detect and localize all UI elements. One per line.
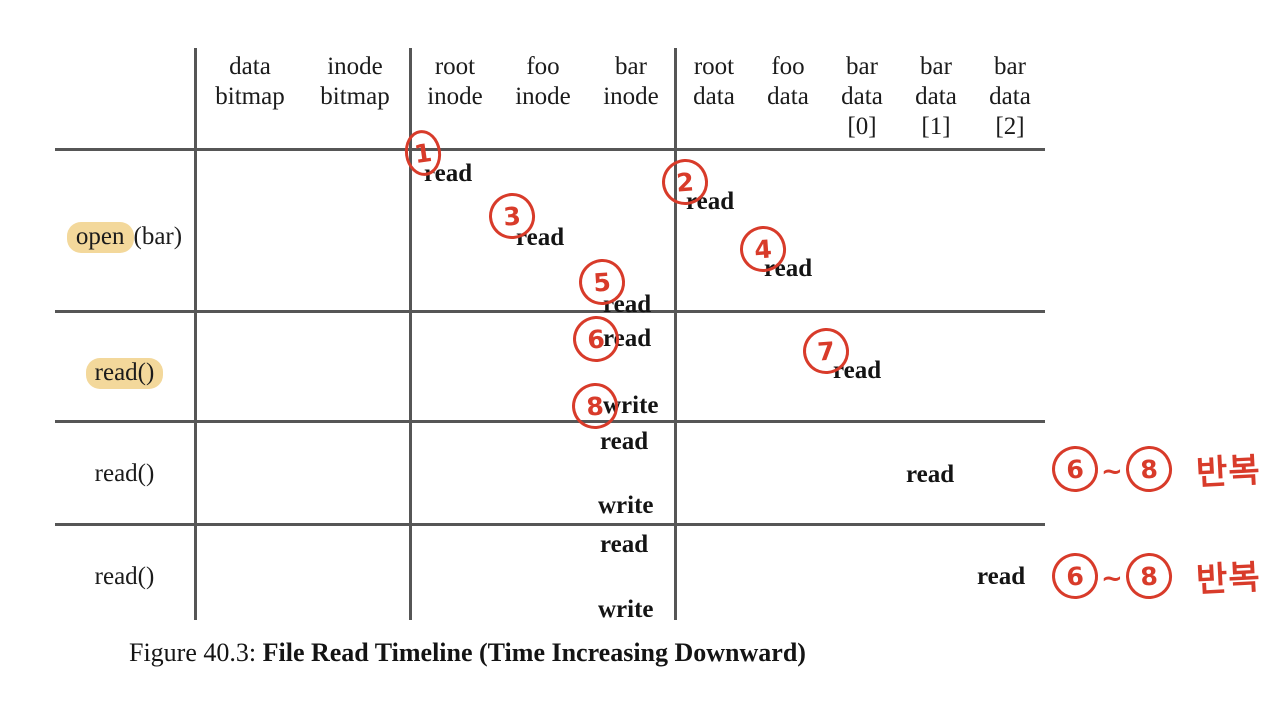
cell-read1-bar-inode-read: read <box>603 325 652 352</box>
annotation-repeat-2-from-circle: 6 <box>1050 550 1100 601</box>
annotation-repeat-1-tilde: ~ <box>1101 456 1123 487</box>
annotation-repeat-2-label: 반복 <box>1194 557 1262 601</box>
figure-caption-title: File Read Timeline (Time Increasing Down… <box>262 638 806 667</box>
table-vrule-inode <box>674 48 677 620</box>
annotation-repeat-note-2-range: 6 ~ 8 반복 <box>1050 550 1262 601</box>
cell-read2-bar-inode-read: read <box>600 428 649 455</box>
figure-caption: Figure 40.3: File Read Timeline (Time In… <box>129 637 806 669</box>
annotation-repeat-note-2: 6 ~ 8 반복 <box>1050 550 1262 601</box>
column-header-root-data: root data <box>693 53 735 110</box>
annotation-step-2-circle: 2 <box>660 157 710 207</box>
cell-open-root-data: read <box>686 188 735 215</box>
column-header-bar-data-1: bar data [1] <box>915 53 957 140</box>
annotation-step-8-circle: 8 <box>570 381 620 431</box>
annotation-step-2: 2 <box>660 157 710 207</box>
annotation-repeat-1-from-circle: 6 <box>1050 443 1100 494</box>
row-label-read-2: read() <box>55 459 194 489</box>
annotation-step-3-circle: 3 <box>487 191 537 241</box>
column-header-foo-data: foo data <box>767 53 809 110</box>
table-rule-top <box>55 148 1045 151</box>
table-rule-row3 <box>55 523 1045 526</box>
column-header-inode-bitmap: inode bitmap <box>320 53 390 110</box>
annotation-repeat-1-label: 반복 <box>1194 450 1262 494</box>
annotation-step-4-circle: 4 <box>738 224 788 274</box>
column-header-bar-data-2: bar data [2] <box>989 53 1031 140</box>
cell-open-bar-inode: read <box>603 291 652 318</box>
column-header-data-bitmap: data bitmap <box>215 53 285 110</box>
row-label-open-highlight: open <box>66 222 134 253</box>
annotation-step-5-circle: 5 <box>577 257 627 307</box>
row-label-read-3: read() <box>55 562 194 592</box>
annotation-step-5: 5 <box>577 257 627 307</box>
annotation-step-1: 1 <box>401 127 445 179</box>
annotation-step-6-circle: 6 <box>571 314 621 364</box>
row-label-open-args: (bar) <box>133 223 183 250</box>
row-label-read3-text: read() <box>94 563 155 590</box>
cell-read3-bar-inode-read: read <box>600 531 649 558</box>
cell-read3-bar-data-2: read <box>977 563 1026 590</box>
annotation-repeat-2-tilde: ~ <box>1101 563 1123 594</box>
cell-read1-bar-data-0: read <box>833 357 882 384</box>
annotation-repeat-2-to-circle: 8 <box>1124 550 1174 601</box>
annotation-step-7: 7 <box>801 326 851 376</box>
cell-read3-bar-inode-write: write <box>598 596 654 623</box>
cell-read2-bar-data-1: read <box>906 461 955 488</box>
annotation-repeat-note-1: 6 ~ 8 반복 <box>1050 443 1262 494</box>
annotation-step-8: 8 <box>570 381 620 431</box>
annotation-step-7-circle: 7 <box>801 326 851 376</box>
table-vrule-label <box>194 48 197 620</box>
annotation-step-4: 4 <box>738 224 788 274</box>
row-label-read2-text: read() <box>94 460 155 487</box>
cell-open-foo-inode: read <box>516 224 565 251</box>
column-header-bar-inode: bar inode <box>603 53 659 110</box>
column-header-foo-inode: foo inode <box>515 53 571 110</box>
cell-open-foo-data: read <box>764 255 813 282</box>
row-label-open-bar: open(bar) <box>55 222 194 253</box>
annotation-repeat-note-1-range: 6 ~ 8 반복 <box>1050 443 1262 494</box>
cell-read2-bar-inode-write: write <box>598 492 654 519</box>
annotation-step-1-circle: 1 <box>401 127 445 179</box>
table-vrule-bitmap <box>409 48 412 620</box>
column-header-root-inode: root inode <box>427 53 483 110</box>
cell-read1-bar-inode-write: write <box>603 392 659 419</box>
annotation-step-3: 3 <box>487 191 537 241</box>
column-header-bar-data-0: bar data [0] <box>841 53 883 140</box>
row-label-read-1: read() <box>55 358 194 389</box>
table-rule-row1 <box>55 310 1045 313</box>
cell-open-root-inode: read <box>424 160 473 187</box>
figure-caption-number: Figure 40.3: <box>129 638 257 667</box>
row-label-read1-highlight: read() <box>85 358 164 389</box>
annotation-step-6: 6 <box>571 314 621 364</box>
table-rule-row2 <box>55 420 1045 423</box>
annotation-repeat-1-to-circle: 8 <box>1124 443 1174 494</box>
